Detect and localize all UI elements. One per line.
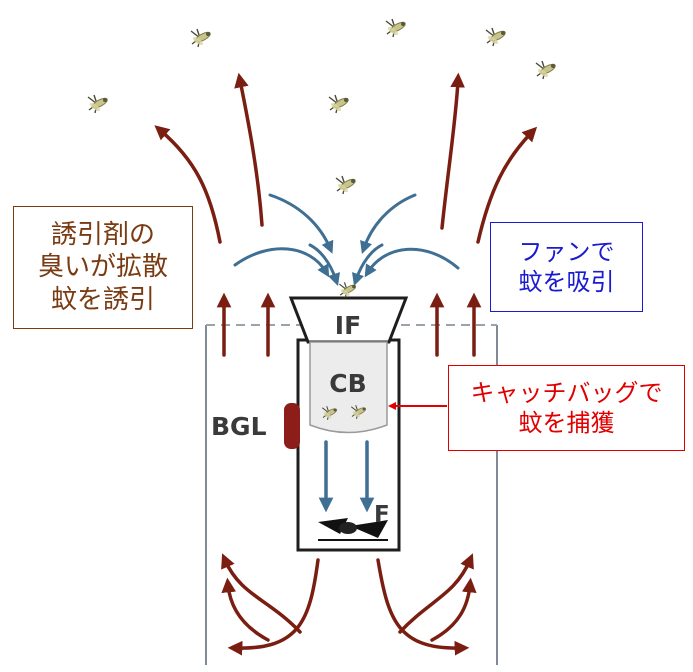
odor-arrows (154, 72, 538, 357)
lure-callout-line: 誘引剤の (50, 219, 155, 250)
mosquito-icon (335, 175, 358, 195)
mosquito-icon (87, 94, 110, 114)
lure-callout-line: 臭いが拡散 (37, 252, 168, 283)
mosquito-icon (485, 27, 508, 47)
fan-callout-line: 蚊を吸引 (518, 268, 615, 296)
fan-label: F (374, 502, 390, 528)
mosquito-icon (338, 281, 358, 299)
mosquito-icon (535, 60, 558, 80)
catch-bag-label: CB (329, 369, 366, 398)
fan-callout: ファンで 蚊を吸引 (490, 222, 643, 312)
lure-callout-line: 蚊を誘引 (50, 284, 155, 315)
intake-arrows (233, 193, 460, 286)
mosquito-icon (190, 28, 213, 48)
catch-bag (309, 341, 388, 434)
tube-airflow-arrows (318, 440, 375, 513)
mosquito-icon (328, 94, 351, 114)
fan-callout-line: ファンで (518, 238, 615, 266)
bag-callout: キャッチバッグで 蚊を捕獲 (448, 365, 685, 451)
mosquito-icon (385, 18, 408, 38)
circulation-arrows (221, 553, 477, 656)
fan-icon (318, 518, 388, 541)
bag-callout-line: キャッチバッグで (470, 379, 663, 407)
inflow-funnel-label: IF (335, 311, 361, 340)
lure-label: BGL (211, 412, 267, 441)
lure-callout: 誘引剤の 臭いが拡散 蚊を誘引 (13, 206, 193, 329)
inflow-funnel (288, 296, 409, 344)
bag-callout-line: 蚊を捕獲 (518, 409, 615, 437)
lure-cartridge (284, 403, 300, 449)
